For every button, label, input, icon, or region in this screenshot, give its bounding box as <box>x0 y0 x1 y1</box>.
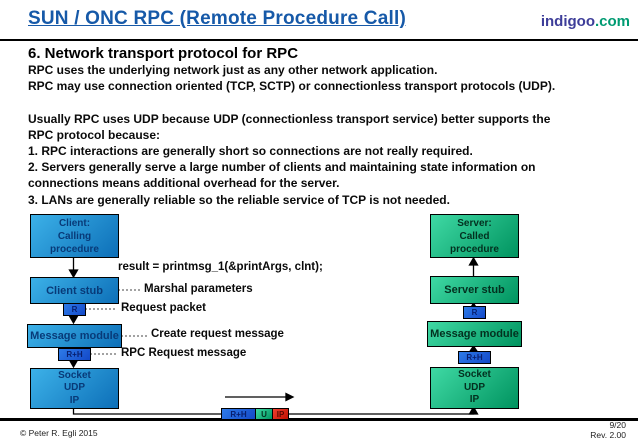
box-label: UDP <box>63 382 86 394</box>
box-label: procedure <box>450 243 499 255</box>
request-packet-label: Request packet <box>121 302 207 314</box>
body-line <box>28 94 555 110</box>
body-line: 3. LANs are generally reliable so the re… <box>28 192 450 207</box>
call-statement-label: result = printmsg_1(&printArgs, clnt); <box>118 261 323 273</box>
section-heading: 6. Network transport protocol for RPC <box>28 45 299 62</box>
box-label: Socket <box>58 369 91 381</box>
packet-segment-udp: U <box>255 408 273 420</box>
client-procedure-box: Client: Calling procedure <box>30 214 119 258</box>
client-request-header-tag: R+H <box>58 348 91 361</box>
body-line: 2. Servers generally serve a large numbe… <box>28 160 536 175</box>
box-label: Socket <box>458 369 491 381</box>
box-label: Client: <box>58 217 91 229</box>
body-text: RPC uses the underlying network just as … <box>28 62 555 208</box>
client-stub-box: Client stub <box>30 277 119 304</box>
server-procedure-box: Server: Called procedure <box>430 214 519 258</box>
box-label: Called <box>459 230 490 242</box>
logo: indigoo.com <box>541 13 630 30</box>
page-title: SUN / ONC RPC (Remote Procedure Call) <box>28 8 406 29</box>
copyright-text: © Peter R. Egli 2015 <box>20 428 98 438</box>
logo-name: indigoo <box>540 13 595 30</box>
page-info: 9/20 Rev. 2.00 <box>590 420 626 440</box>
body-line: RPC uses the underlying network just as … <box>28 63 438 77</box>
page-number: 9/20 <box>609 420 626 430</box>
server-request-tag: R <box>463 306 486 319</box>
server-socket-box: Socket UDP IP <box>430 367 519 409</box>
packet-segment-rh: R+H <box>221 408 256 420</box>
server-message-module-box: Message module <box>427 321 522 347</box>
server-stub-box: Server stub <box>430 276 519 304</box>
revision: Rev. 2.00 <box>590 430 626 440</box>
wire-packet: R+H U IP <box>221 408 289 420</box>
packet-segment-ip: IP <box>272 408 289 420</box>
header-divider <box>0 39 638 41</box>
logo-tld: .com <box>594 13 630 30</box>
box-label: IP <box>69 394 80 406</box>
body-line: connections means additional overhead fo… <box>28 176 340 191</box>
client-socket-box: Socket UDP IP <box>30 368 119 409</box>
create-request-label: Create request message <box>151 328 284 340</box>
marshal-label: Marshal parameters <box>144 283 253 295</box>
box-label: Server: <box>457 217 492 229</box>
body-line: 1. RPC interactions are generally short … <box>28 144 473 158</box>
box-label: IP <box>469 394 480 406</box>
client-request-tag: R <box>63 303 86 316</box>
box-label: Calling <box>57 230 92 242</box>
footer-divider <box>0 418 638 421</box>
box-label: UDP <box>463 381 486 393</box>
body-line: Usually RPC uses UDP because UDP (connec… <box>28 111 551 126</box>
body-line: RPC protocol because: <box>28 127 161 142</box>
rpc-request-label: RPC Request message <box>121 347 247 359</box>
box-label: procedure <box>50 243 99 255</box>
client-message-module-box: Message module <box>27 324 122 348</box>
body-line: RPC may use connection oriented (TCP, SC… <box>28 79 556 94</box>
server-request-header-tag: R+H <box>458 351 491 364</box>
